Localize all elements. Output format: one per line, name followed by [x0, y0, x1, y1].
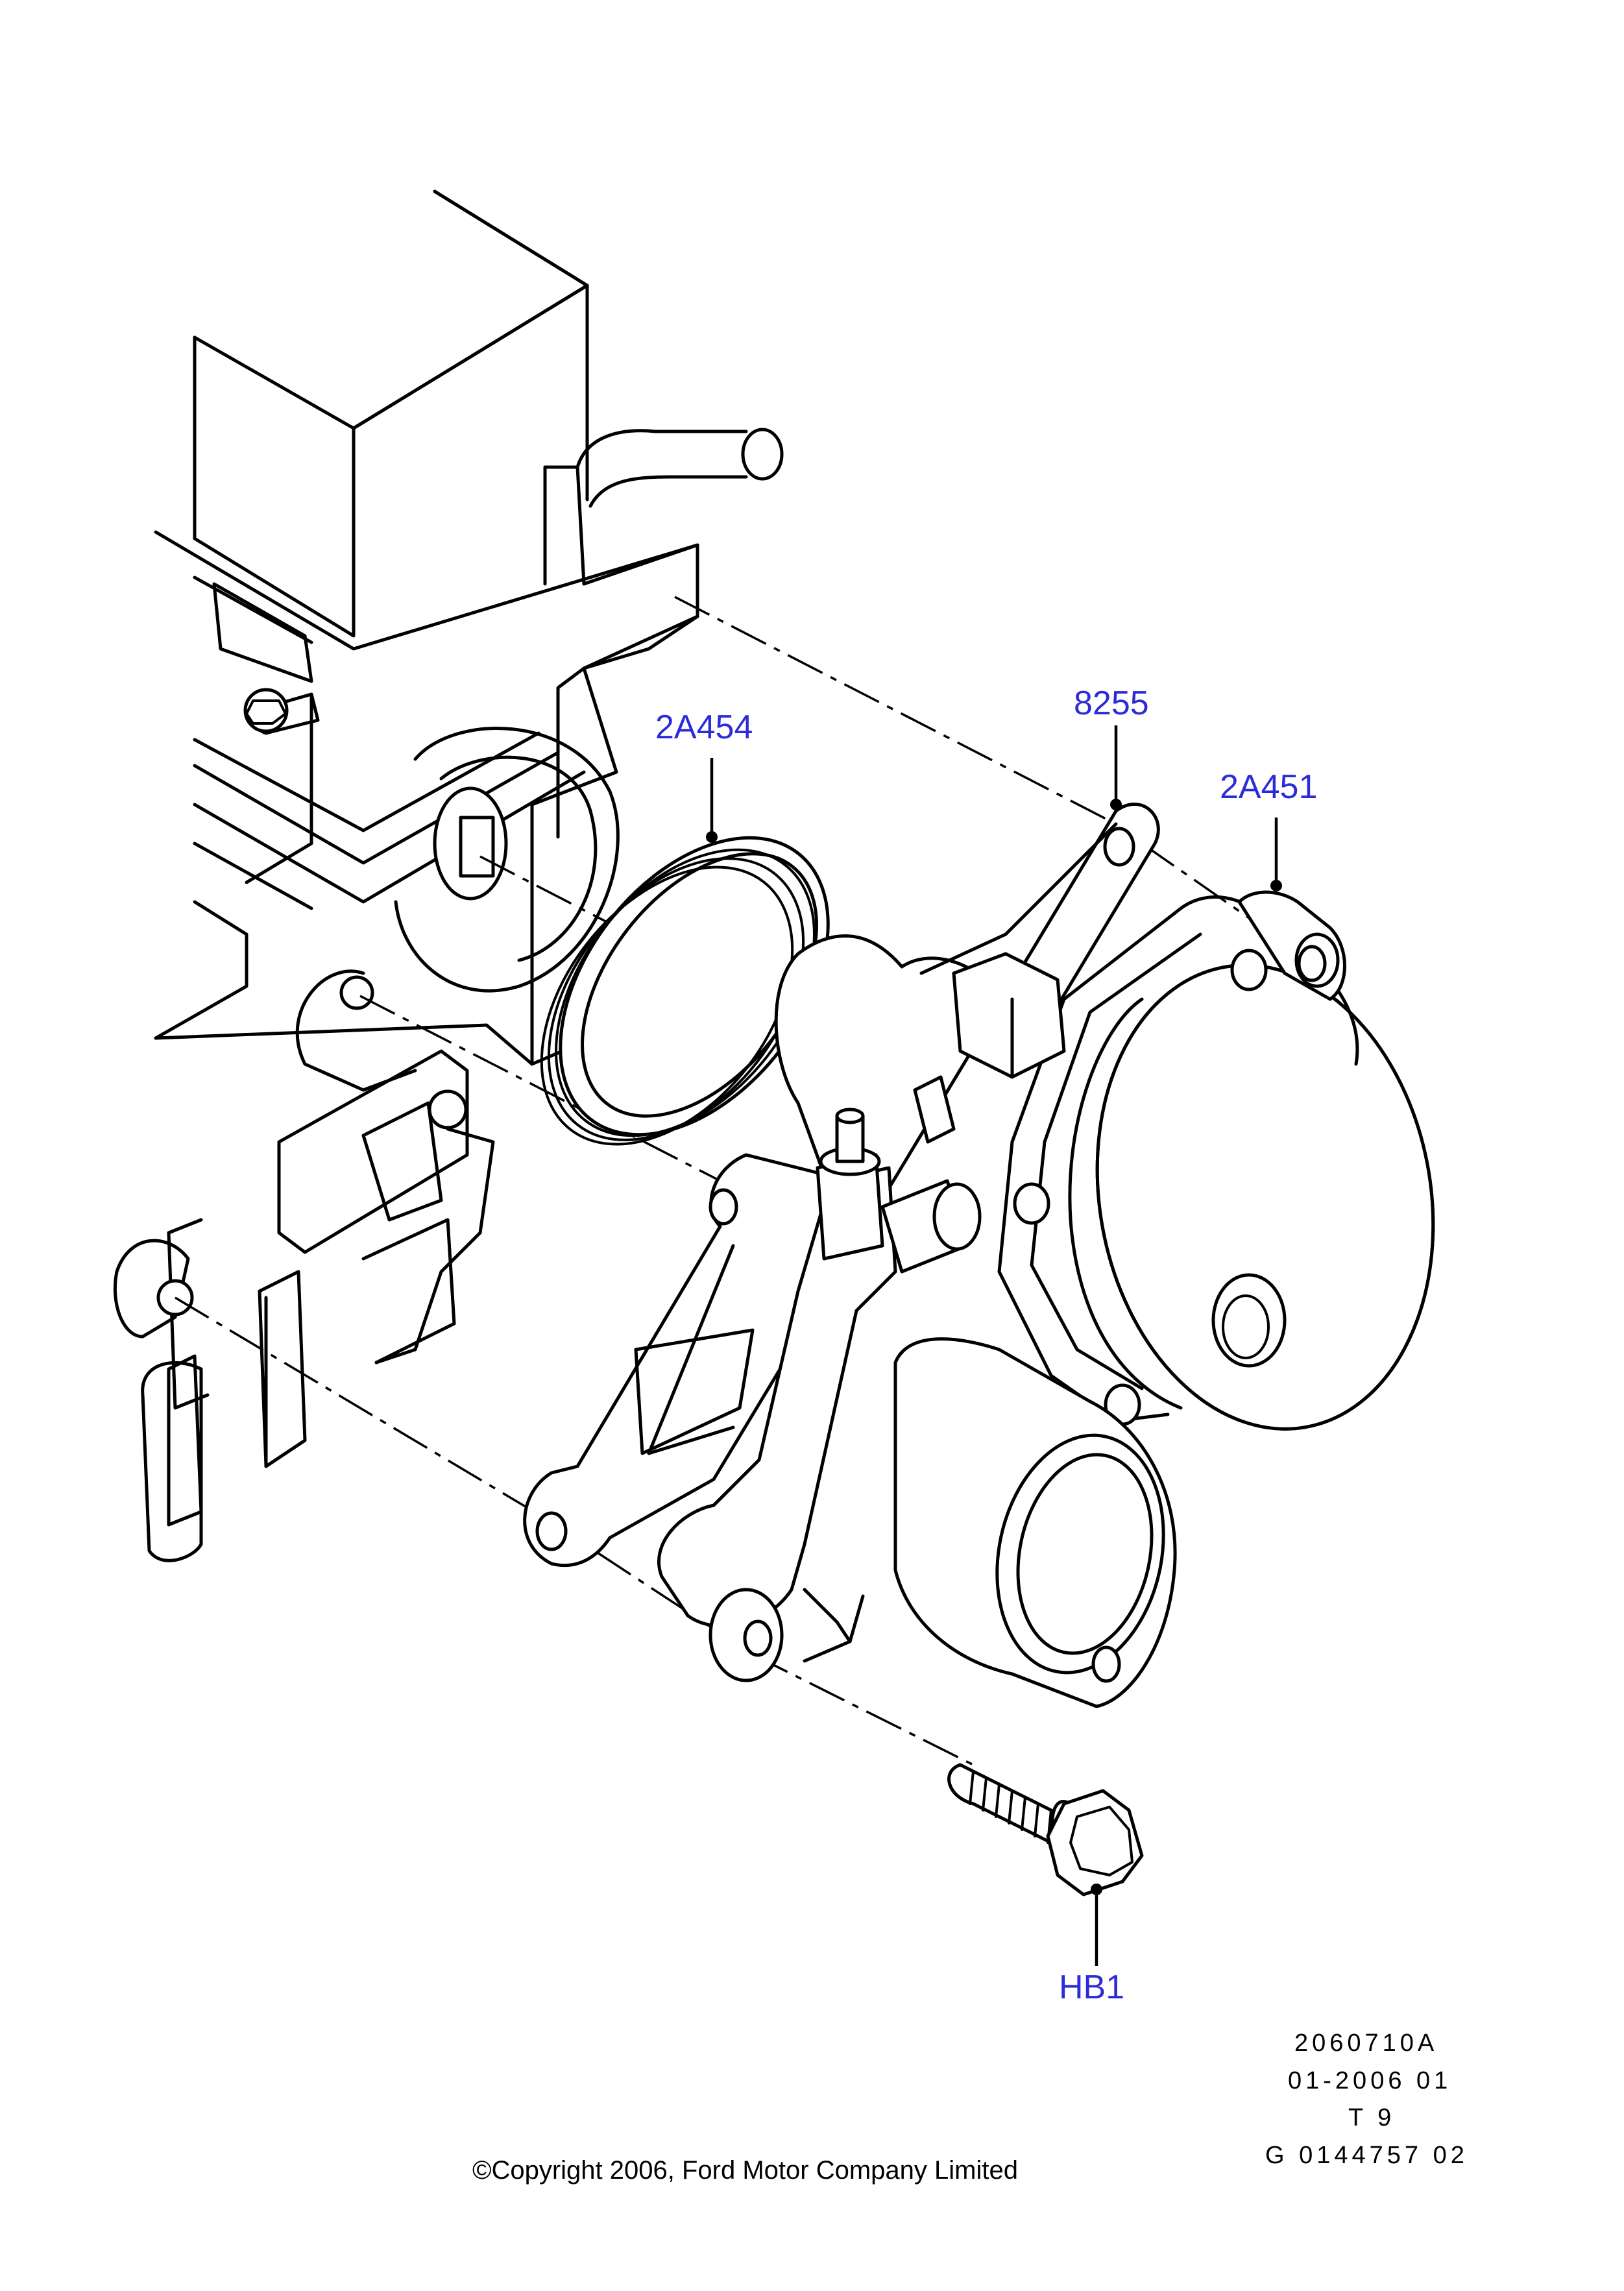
illustration-code-2: 01-2006 01	[1288, 2067, 1452, 2094]
gasket-ring-part	[540, 836, 830, 1146]
bolt-part	[947, 1763, 1144, 1897]
illustration-code-1: 2060710A	[1294, 2030, 1438, 2057]
callout-bolt: HB1	[1059, 1969, 1125, 2006]
vacuum-pump-part	[657, 890, 1435, 1708]
callout-vacuum-pump: 2A451	[1220, 768, 1318, 806]
leader-lines	[706, 725, 1282, 1966]
copyright-notice: ©Copyright 2006, Ford Motor Company Limi…	[472, 2156, 1018, 2185]
illustration-code-4: G 0144757 02	[1265, 2142, 1468, 2169]
callout-gasket-plate: 8255	[1074, 685, 1149, 722]
illustration-code-3: T 9	[1348, 2104, 1396, 2131]
callout-gasket-ring: 2A454	[655, 709, 753, 746]
engine-block-drawing	[113, 189, 784, 1562]
